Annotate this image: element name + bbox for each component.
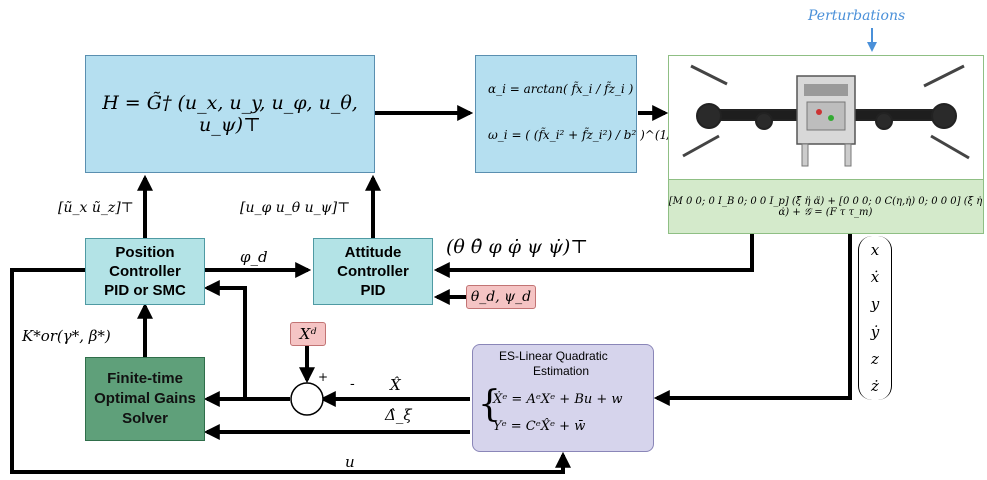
quadrotor-panel: [M 0 0; 0 I_B 0; 0 0 I_p] (ξ̈ η̈ α̈) + [… bbox=[667, 55, 984, 234]
control-input-label: u bbox=[345, 453, 355, 471]
reference-state-box: Xᵈ bbox=[290, 322, 326, 346]
estimator-equation-2: Yᵉ = CᵉX̂ᵉ + w̄ bbox=[493, 419, 586, 434]
attitude-controller-line1: Attitude bbox=[344, 244, 402, 261]
attitude-controller: Attitude Controller PID bbox=[313, 238, 433, 305]
omega-equation: ω_i = ( (f̃x_i² + f̃z_i²) / b² )^(1/4) bbox=[488, 128, 684, 142]
x-hat-label: X̂ bbox=[390, 376, 401, 394]
attitude-controller-line3: PID bbox=[360, 282, 386, 299]
state-z: z bbox=[871, 349, 879, 368]
delta-hat-label: Δ̂_ξ bbox=[385, 406, 412, 424]
dynamics-equation: [M 0 0; 0 I_B 0; 0 0 I_p] (ξ̈ η̈ α̈) + [… bbox=[668, 195, 983, 218]
desired-attitude-label: θ_d, ψ_d bbox=[470, 289, 532, 305]
position-controller-line1: Position bbox=[115, 244, 175, 261]
allocation-block: α_i = arctan( f̃x_i / f̃z_i ) ω_i = ( (f… bbox=[475, 55, 684, 173]
position-controller: Position Controller PID or SMC bbox=[85, 238, 205, 305]
reference-state-label: Xᵈ bbox=[299, 325, 317, 343]
summing-junction bbox=[290, 382, 324, 416]
desired-attitude-box: θ_d, ψ_d bbox=[466, 285, 536, 309]
position-controller-line3: PID or SMC bbox=[104, 282, 186, 299]
estimator-title-line2: Estimation bbox=[533, 364, 590, 378]
attitude-output-label: [u_φ u_θ u_ψ]⊤ bbox=[240, 200, 351, 216]
position-state-vector: x ẋ y ẏ z ż bbox=[858, 236, 892, 400]
state-x-dot: ẋ bbox=[870, 267, 880, 286]
position-output-label: [ũ_x ũ_z]⊤ bbox=[58, 200, 134, 216]
h-mapping-block: H = G̃† (u_x, u_y, u_φ, u_θ, u_ψ)⊤ bbox=[85, 55, 375, 173]
state-z-dot: ż bbox=[871, 377, 879, 396]
gains-solver-line2: Optimal Gains bbox=[94, 390, 196, 407]
alpha-equation: α_i = arctan( f̃x_i / f̃z_i ) bbox=[488, 82, 634, 96]
attitude-state-label: (θ θ̇ φ φ̇ ψ ψ̇)⊤ bbox=[446, 236, 589, 258]
wire-sum-to-pos bbox=[203, 280, 247, 399]
state-y-dot: ẏ bbox=[870, 322, 880, 341]
estimator-title-line1: ES-Linear Quadratic bbox=[499, 349, 608, 363]
gains-solver-line1: Finite-time bbox=[107, 370, 183, 387]
estimator-equation-1: Ẋᵉ = AᵉXᵉ + Bu + w bbox=[493, 392, 623, 407]
state-y: y bbox=[870, 295, 880, 314]
estimator-block: ES-Linear Quadratic Estimation { Ẋᵉ = Aᵉ… bbox=[472, 344, 654, 452]
plus-sign: + bbox=[318, 370, 329, 384]
perturbations-label: Perturbations bbox=[808, 8, 906, 24]
phi-d-label: φ_d bbox=[240, 248, 268, 266]
state-x: x bbox=[870, 240, 880, 259]
gains-label: K*or(γ*, β*) bbox=[22, 327, 111, 345]
minus-sign: - bbox=[350, 376, 355, 392]
position-controller-line2: Controller bbox=[109, 263, 181, 280]
gains-solver: Finite-time Optimal Gains Solver bbox=[85, 357, 205, 441]
gains-solver-line3: Solver bbox=[122, 410, 168, 427]
estimator-brace: { bbox=[478, 384, 501, 425]
wire-u-loop bbox=[10, 268, 571, 474]
attitude-controller-line2: Controller bbox=[337, 263, 409, 280]
h-mapping-equation: H = G̃† (u_x, u_y, u_φ, u_θ, u_ψ)⊤ bbox=[102, 92, 358, 136]
quadrotor-image bbox=[682, 64, 970, 167]
wire-position-feedback bbox=[653, 232, 852, 406]
wire-attitude-feedback bbox=[433, 232, 754, 278]
dynamics-band: [M 0 0; 0 I_B 0; 0 0 I_p] (ξ̈ η̈ α̈) + [… bbox=[667, 179, 984, 234]
